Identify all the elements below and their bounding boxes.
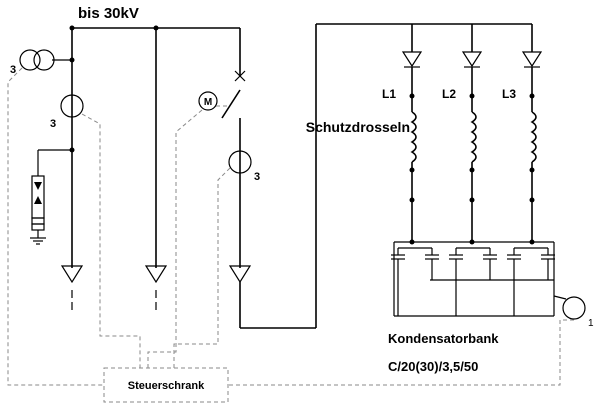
voltage-transformer-icon	[19, 49, 55, 71]
capacitor-spec-label: C/20(30)/3,5/50	[388, 359, 478, 374]
feeder-ct-count-label: 3	[50, 118, 56, 130]
phase-l1-label: L1	[382, 87, 396, 101]
capacitor-bank	[391, 241, 555, 317]
main-busbar	[69, 25, 240, 31]
control-cabinet	[103, 367, 229, 403]
control-cabinet-label: Steuerschrank	[128, 380, 205, 392]
voltage-label: bis 30kV	[78, 5, 139, 22]
bank-ct-count-label: 1	[588, 318, 594, 329]
control-wiring	[7, 67, 574, 386]
transformer-count-label: 3	[10, 64, 16, 76]
motor-drive-icon	[198, 91, 230, 111]
phase-l2	[461, 24, 483, 245]
phase-l3-label: L3	[502, 87, 516, 101]
breaker-ct-count-label: 3	[254, 171, 260, 183]
breaker-branch	[221, 23, 532, 329]
reactors-label: Schutzdrosseln	[306, 119, 410, 135]
breaker-current-transformer-icon	[228, 150, 252, 174]
capacitor-bank-label: Kondensatorbank	[388, 331, 499, 346]
bank-current-transformer-icon	[553, 295, 586, 320]
motor-label: M	[204, 97, 212, 108]
phase-l3	[521, 24, 543, 245]
phase-l2-label: L2	[442, 87, 456, 101]
feeder-2	[144, 28, 168, 310]
feeder-1	[52, 28, 84, 310]
phase-l1	[401, 24, 423, 245]
surge-arrester-icon	[30, 149, 72, 245]
current-transformer-icon	[60, 94, 84, 118]
